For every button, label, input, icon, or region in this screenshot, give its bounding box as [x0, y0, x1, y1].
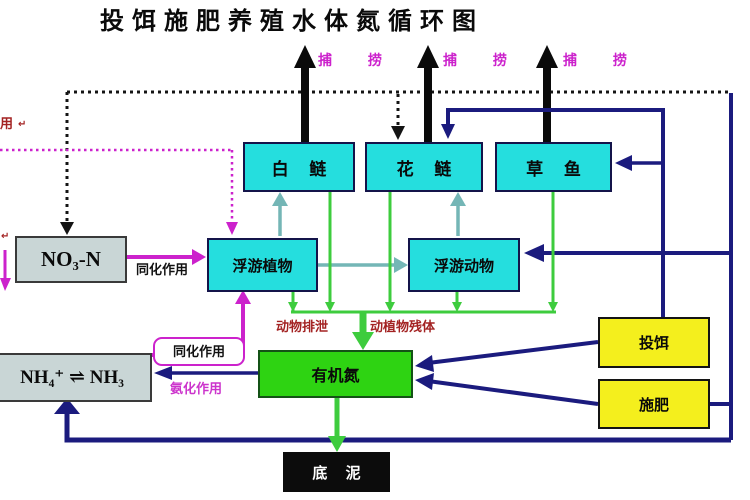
grass-carp-box: 草 鱼 [495, 142, 612, 192]
assimilation-label-nh4: 同化作用 [153, 337, 245, 366]
nh4-box: NH₄⁺ ⇌ NH₃ [0, 353, 152, 402]
residues-label: 动植物残体 [370, 319, 436, 334]
ammonification-label: 氨化作用 [170, 381, 223, 396]
harvest-label-1: 捕 捞 [318, 52, 382, 68]
return-mark-1: ↵ [18, 119, 27, 130]
organic-nitrogen-label: 有机氮 [311, 368, 360, 385]
assimilation-label-no3: 同化作用 [136, 262, 189, 277]
dotted-arrowhead-to-bighead [391, 126, 405, 140]
bighead-carp-label: 花 鲢 [396, 159, 452, 179]
feeding-box: 投饵 [598, 317, 710, 368]
organic-nitrogen-box: 有机氮 [258, 350, 413, 398]
harvest-label-2: 捕 捞 [443, 52, 507, 68]
magenta-dotted-arrowhead [226, 222, 238, 235]
magenta-arrowheads [0, 249, 251, 304]
silver-carp-label: 白 鲢 [271, 159, 327, 179]
grass-carp-label: 草 鱼 [526, 159, 581, 179]
nh4-label: NH₄⁺ ⇌ NH₃ [20, 367, 124, 388]
left-edge-cutoff-label: 用 [0, 116, 14, 131]
diagram-title: 投饵施肥养殖水体氮循环图 [100, 8, 484, 35]
dotted-arrowhead-to-no3 [60, 222, 74, 235]
feeding-label: 投饵 [638, 335, 669, 352]
harvest-arrowheads [294, 45, 558, 68]
sediment-box: 底 泥 [283, 452, 390, 492]
no3-label: NO₃-N [41, 247, 101, 271]
harvest-arrows [301, 66, 551, 142]
excretion-label: 动物排泄 [276, 319, 329, 334]
navy-lines [64, 93, 733, 443]
phytoplankton-box: 浮游植物 [207, 238, 318, 292]
teal-arrowheads [272, 192, 466, 273]
sediment-label: 底 泥 [312, 464, 361, 482]
green-arrowheads [288, 302, 558, 452]
no3-box: NO₃-N [15, 236, 127, 283]
magenta-dotted-path [0, 148, 234, 224]
assimilation-label-nh4-text: 同化作用 [172, 344, 225, 359]
fertilizing-label: 施肥 [638, 396, 669, 414]
fertilizing-box: 施肥 [598, 379, 710, 429]
bighead-carp-box: 花 鲢 [365, 142, 483, 192]
phytoplankton-label: 浮游植物 [232, 257, 293, 275]
green-lines [291, 192, 556, 438]
black-dotted-path [65, 90, 731, 224]
zooplankton-label: 浮游动物 [433, 257, 494, 275]
zooplankton-box: 浮游动物 [408, 238, 520, 292]
silver-carp-box: 白 鲢 [243, 142, 355, 192]
harvest-label-3: 捕 捞 [563, 52, 627, 68]
navy-arrowheads [54, 124, 632, 414]
return-mark-2: ↵ [1, 231, 10, 242]
